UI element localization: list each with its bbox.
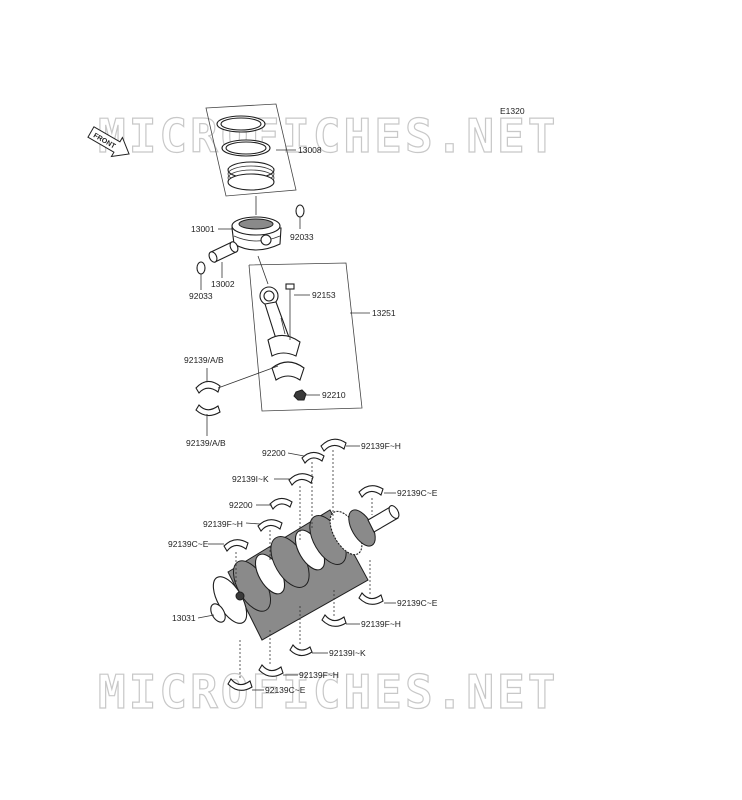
label-13031: 13031: [172, 613, 196, 623]
crankshaft: [210, 505, 400, 641]
label-92139ab-lower: 92139/A/B: [186, 438, 226, 448]
rod-bearing-lower: [195, 404, 221, 417]
label-13008: 13008: [298, 145, 322, 155]
connecting-rod-cap: [271, 361, 305, 381]
label-92139ce-1: 92139C~E: [397, 488, 438, 498]
leader-lines: [197, 149, 396, 691]
label-92033-right: 92033: [290, 232, 314, 242]
label-92139fh-3: 92139F~H: [361, 619, 401, 629]
main-bearing-lower-3: [289, 644, 313, 657]
piston: [231, 216, 282, 251]
label-92200-lower: 92200: [229, 500, 253, 510]
main-bearing-upper-6: [223, 539, 249, 552]
label-92210: 92210: [322, 390, 346, 400]
main-bearing-upper-2: [301, 451, 325, 464]
connecting-rod-box: [248, 262, 363, 412]
label-92139ik-2: 92139I~K: [329, 648, 366, 658]
watermark-bottom: MICROFICHES.NET: [98, 665, 558, 719]
label-92033-left: 92033: [189, 291, 213, 301]
label-92139fh-1: 92139F~H: [361, 441, 401, 451]
main-bearing-upper-1: [320, 438, 347, 452]
connecting-rod-bolt: [285, 283, 295, 340]
label-13251: 13251: [372, 308, 396, 318]
piston-ring-set: [205, 103, 297, 197]
label-92139fh-4: 92139F~H: [299, 670, 339, 680]
piston-pin: [208, 241, 239, 263]
rod-bearing-upper: [195, 380, 221, 394]
label-92153: 92153: [312, 290, 336, 300]
label-92139ce-3: 92139C~E: [397, 598, 438, 608]
connecting-rod: [259, 286, 301, 357]
main-bearing-lower-5: [227, 678, 253, 691]
main-bearing-lower-1: [358, 592, 384, 605]
main-bearing-upper-5: [257, 519, 283, 532]
piston-pin-clip-left: [196, 261, 206, 275]
label-92139ik-1: 92139I~K: [232, 474, 269, 484]
main-bearing-lower-4: [258, 664, 284, 677]
piston-pin-clip-right: [295, 204, 305, 218]
label-92139ab-upper: 92139/A/B: [184, 355, 224, 365]
main-bearing-upper-4: [269, 497, 293, 510]
label-92139ce-4: 92139C~E: [265, 685, 306, 695]
main-bearing-upper-3: [288, 473, 314, 486]
main-bearing-lower-2: [321, 614, 347, 627]
watermark-top: MICROFICHES.NET: [98, 109, 558, 163]
main-bearing-upper-7: [358, 485, 384, 498]
label-92200-upper: 92200: [262, 448, 286, 458]
connecting-rod-nut: [293, 389, 307, 401]
label-92139fh-2: 92139F~H: [203, 519, 243, 529]
label-13001: 13001: [191, 224, 215, 234]
diagram-code: E1320: [500, 106, 525, 116]
label-92139ce-2: 92139C~E: [168, 539, 209, 549]
label-13002: 13002: [211, 279, 235, 289]
